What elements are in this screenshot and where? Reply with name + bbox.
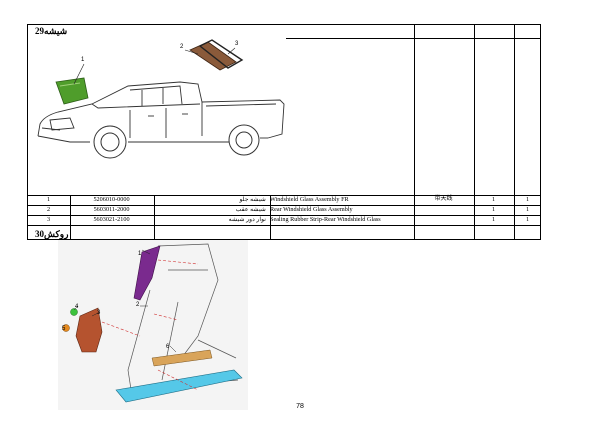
section-30-title-text: روکش — [44, 229, 69, 239]
row-name-en: Rear Windshield Glass Assembly — [270, 206, 353, 213]
row-part-no: 5603021-2100 — [93, 216, 130, 223]
callout-2: 2 — [136, 302, 140, 308]
callout-6: 6 — [166, 344, 170, 350]
page-number: 78 — [296, 403, 304, 410]
column-divider — [154, 195, 155, 239]
callout-5: 5 — [62, 326, 66, 332]
callout-1: 1 — [138, 251, 142, 257]
truck-glass-illustration — [37, 39, 285, 159]
row-name-fa: شیشه جلو — [239, 196, 266, 203]
row-qty: 1 — [525, 196, 530, 203]
trim-strip-graphic — [151, 349, 213, 367]
row-qty: 1 — [491, 206, 496, 213]
kick-panel-graphic — [75, 307, 103, 353]
header-rule — [286, 38, 540, 39]
column-divider — [270, 195, 271, 239]
section-29-frame — [27, 24, 541, 240]
section-29-title: شیشه29 — [30, 26, 67, 37]
table-row-rule — [28, 205, 540, 206]
table-row-rule — [28, 225, 540, 226]
section-30-number: 30 — [35, 229, 44, 239]
row-qty: 1 — [491, 216, 496, 223]
green-clip-graphic — [70, 308, 78, 316]
column-divider — [474, 25, 475, 239]
column-divider — [414, 25, 415, 239]
sealing-strip-graphic — [198, 39, 244, 69]
callout-1: 1 — [81, 57, 85, 63]
row-no: 1 — [46, 196, 51, 203]
callout-4: 4 — [75, 304, 79, 310]
row-part-no: 5603011-2000 — [93, 206, 130, 213]
section-29-title-text: شیشه — [44, 26, 68, 36]
row-no: 2 — [46, 206, 51, 213]
row-name-fa: شیشه عقب — [235, 206, 266, 213]
table-row-rule — [28, 195, 540, 196]
section-30-title: روکش30 — [30, 229, 68, 240]
row-no: 3 — [46, 216, 51, 223]
callout-3: 3 — [97, 310, 101, 316]
table-row-rule — [28, 215, 540, 216]
row-qty: 1 — [525, 216, 530, 223]
windshield-glass-graphic — [55, 77, 89, 105]
row-qty: 1 — [491, 196, 496, 203]
row-note: 带天线 — [434, 195, 453, 202]
section-29-number: 29 — [35, 26, 44, 36]
row-name-en: Sealing Rubber Strip-Rear Windshield Gla… — [270, 216, 381, 223]
sill-plate-graphic — [115, 369, 243, 403]
row-part-no: 5206010-0000 — [93, 196, 130, 203]
row-name-fa: نوار دور شیشه — [228, 216, 266, 223]
column-divider — [70, 195, 71, 239]
row-qty: 1 — [525, 206, 530, 213]
orange-clip-graphic — [62, 324, 70, 332]
callout-3: 3 — [235, 41, 239, 47]
row-name-en: Windshield Glass Assembly FR — [270, 196, 349, 203]
trim-panels-illustration — [58, 240, 248, 410]
callout-2: 2 — [180, 44, 184, 50]
column-divider — [514, 25, 515, 239]
pillar-trim-graphic — [133, 245, 161, 301]
